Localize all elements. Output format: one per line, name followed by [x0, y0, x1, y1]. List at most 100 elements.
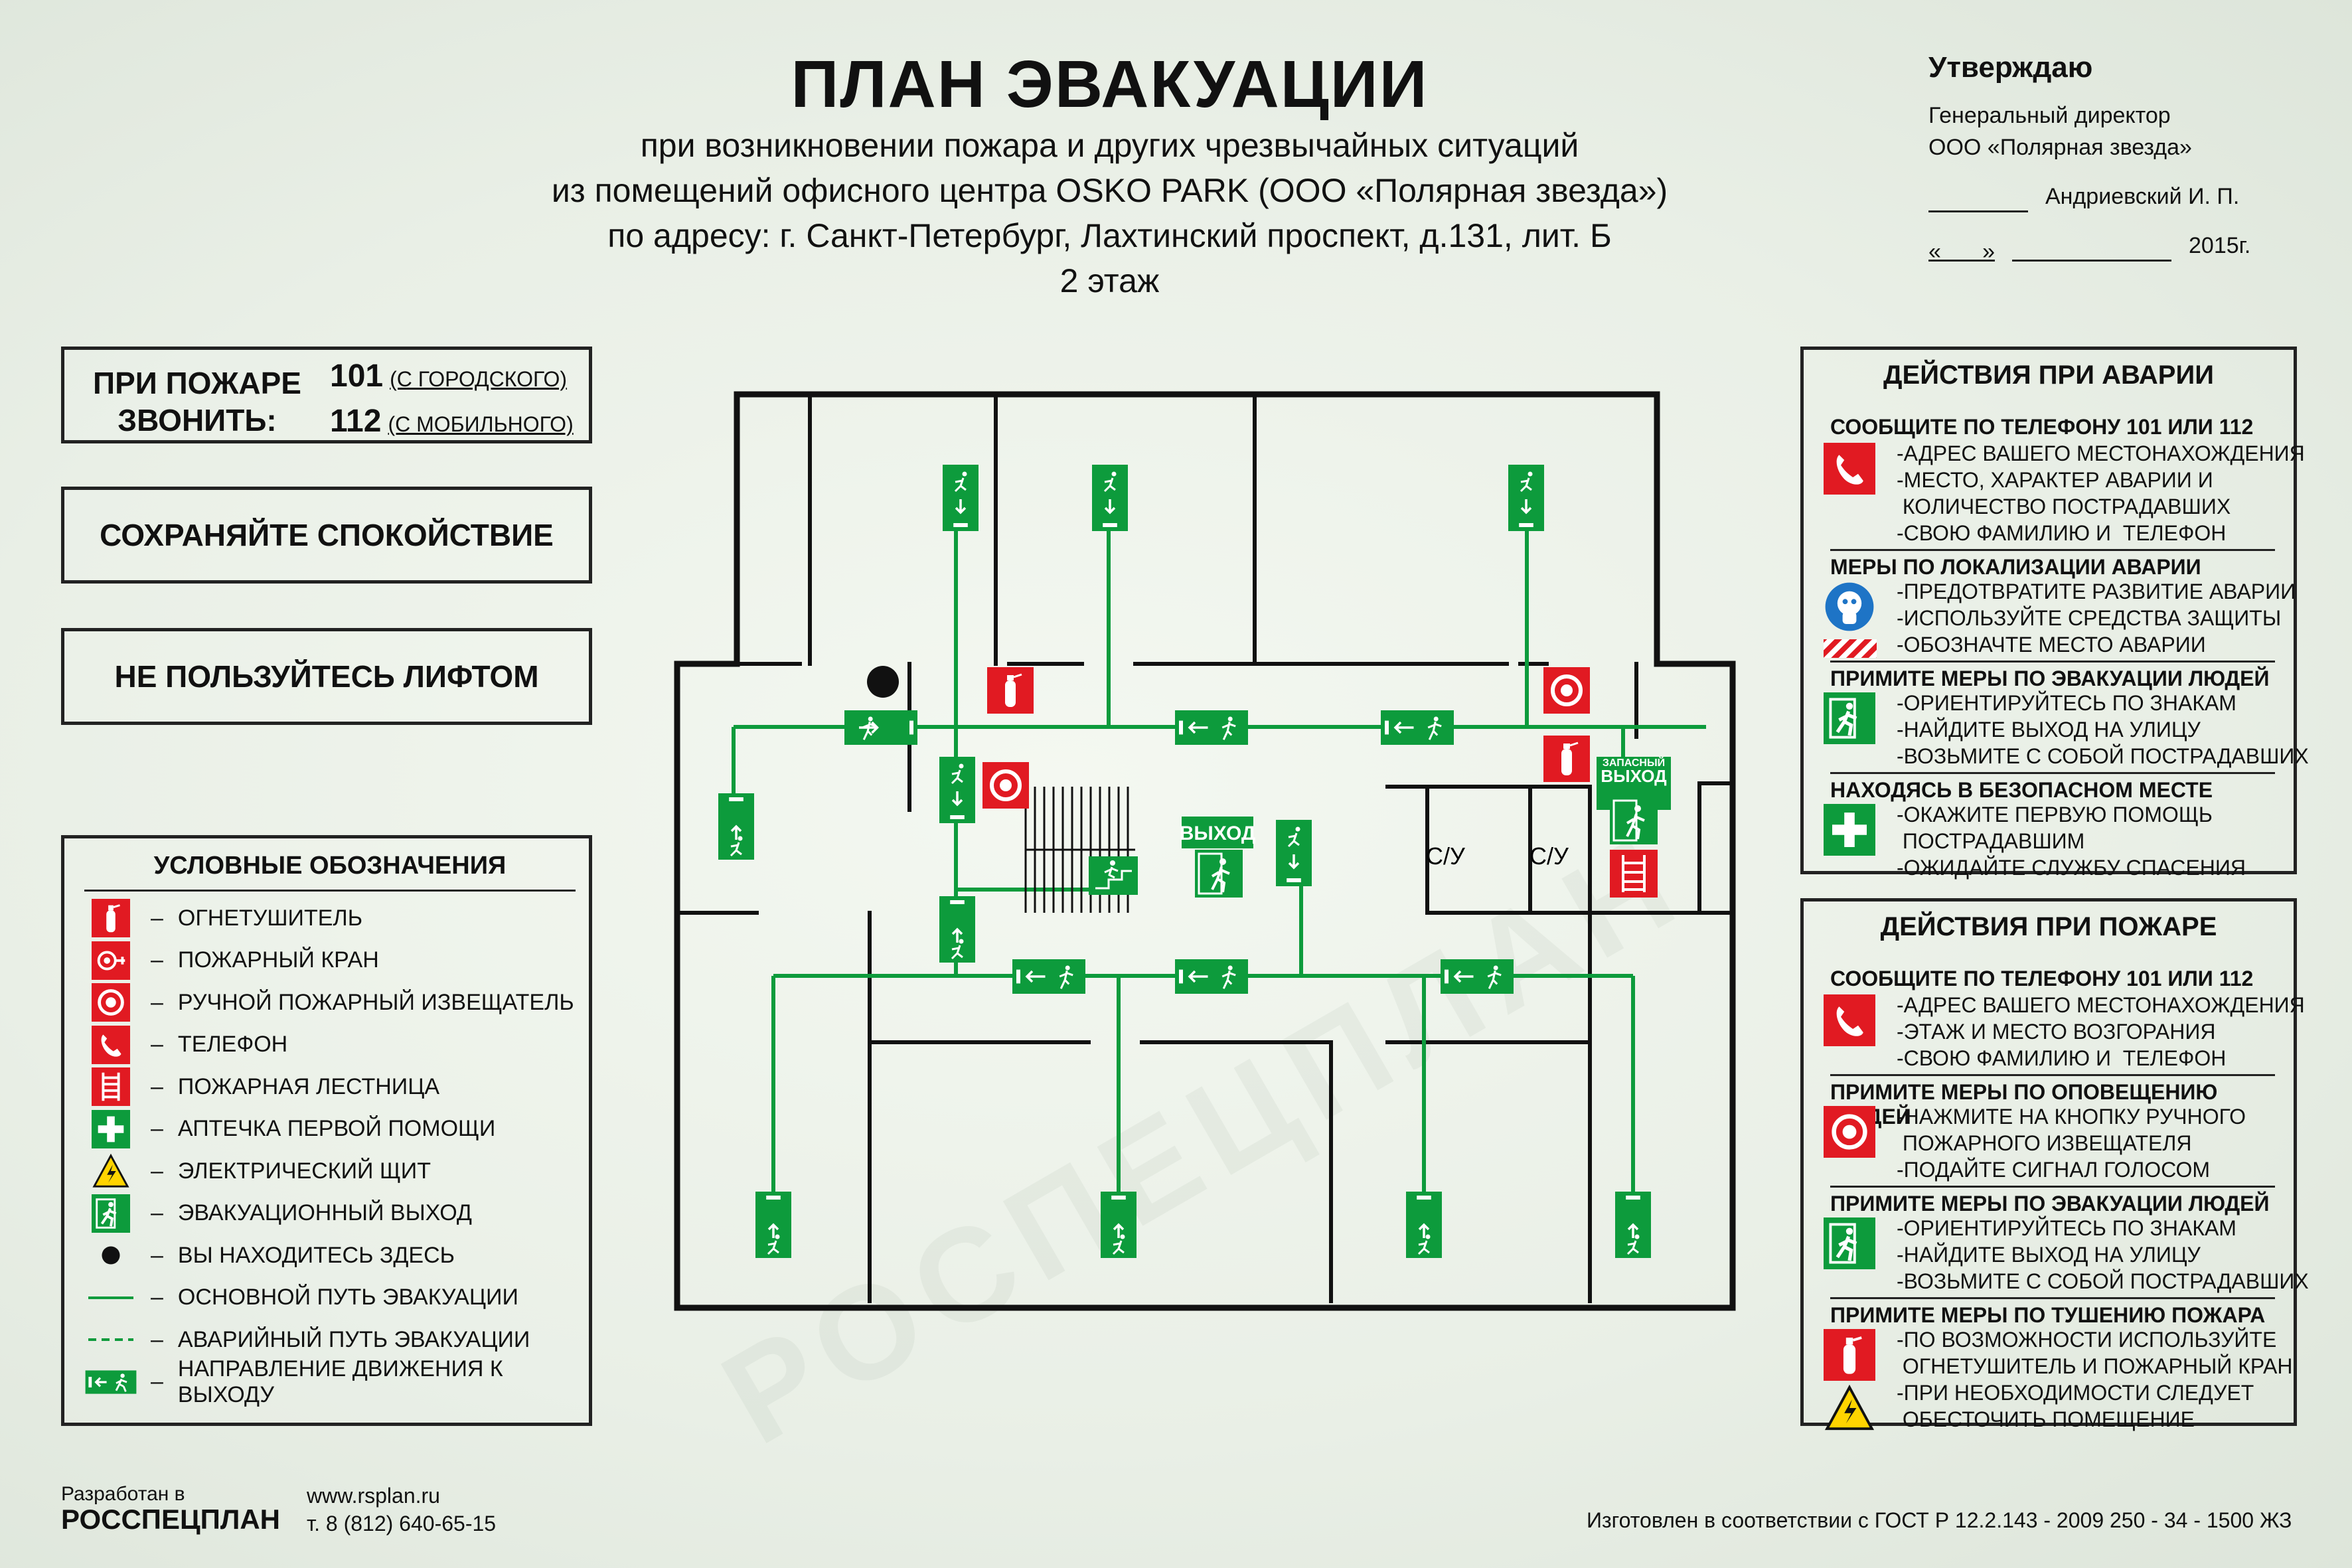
fire-alarm-call-point-icon [1824, 1106, 1875, 1158]
legend-label: ПОЖАРНЫЙ КРАН [177, 947, 379, 973]
action-line: ОБЕСТОЧИТЬ ПОМЕЩЕНИЕ [1897, 1407, 2195, 1431]
action-line: -ОЖИДАЙТЕ СЛУЖБУ СПАСЕНИЯ [1897, 856, 2246, 880]
phone-number-mobile: 112(С МОБИЛЬНОГО) [330, 403, 574, 439]
action-line: ПОЖАРНОГО ИЗВЕЩАТЕЛЯ [1897, 1131, 2192, 1155]
exit-direction-sign [1441, 959, 1514, 994]
approval-block: Утверждаю Генеральный директор ООО «Поля… [1928, 51, 2300, 264]
action-line: -ПО ВОЗМОЖНОСТИ ИСПОЛЬЗУЙТЕ [1897, 1328, 2277, 1352]
action-line: -НАЙДИТЕ ВЫХОД НА УЛИЦУ [1897, 718, 2201, 742]
developed-by: Разработан в [61, 1483, 185, 1505]
exit-direction-sign [1406, 1192, 1442, 1258]
action-line: -ОРИЕНТИРУЙТЕСЬ ПО ЗНАКАМ [1897, 691, 2236, 715]
no-lift-box: НЕ ПОЛЬЗУЙТЕСЬ ЛИФТОМ [61, 628, 592, 725]
phone-label-line-1: ПРИ ПОЖАРЕ [93, 366, 301, 400]
phone-label-line-2: ЗВОНИТЬ: [118, 403, 277, 437]
you-are-here-marker [867, 666, 899, 698]
phone-101: 101 [330, 358, 384, 394]
footer-developer: Разработан в РОССПЕЦПЛАН [61, 1482, 280, 1535]
legend-item: –АПТЕЧКА ПЕРВОЙ ПОМОЩИ [84, 1109, 495, 1149]
walls [674, 391, 1736, 1311]
approval-heading: Утверждаю [1928, 51, 2093, 84]
legend-item: –ЭВАКУАЦИОННЫЙ ВЫХОД [84, 1194, 472, 1233]
phone-number-city: 101(С ГОРОДСКОГО) [330, 358, 567, 394]
action-line: ОГНЕТУШИТЕЛЬ И ПОЖАРНЫЙ КРАН [1897, 1354, 2293, 1378]
gas-mask-icon [1824, 581, 1875, 633]
telephone-icon [84, 1025, 137, 1065]
action-line: -ЭТАЖ И МЕСТО ВОЗГОРАНИЯ [1897, 1020, 2216, 1044]
quote-close: » [1982, 239, 1995, 264]
legend-item: –РУЧНОЙ ПОЖАРНЫЙ ИЗВЕЩАТЕЛЬ [84, 982, 574, 1022]
exit-direction-sign [1012, 959, 1085, 994]
spare-exit-label-2: ВЫХОД [1601, 766, 1667, 786]
emergency-exit-icon [1824, 1217, 1875, 1269]
you-are-here-icon [84, 1235, 137, 1275]
exit-direction-sign [1175, 959, 1248, 994]
accident-section-lines: -ОРИЕНТИРУЙТЕСЬ ПО ЗНАКАМ -НАЙДИТЕ ВЫХОД … [1897, 690, 2309, 769]
legend-item: –ТЕЛЕФОН [84, 1025, 287, 1065]
exit-label: ВЫХОД [1180, 823, 1256, 844]
approval-position-2: ООО «Полярная звезда» [1928, 135, 2192, 160]
exit-direction-sign [1175, 710, 1248, 745]
electric-panel-icon [1824, 1382, 1875, 1434]
phone-label: ПРИ ПОЖАРЕ ЗВОНИТЬ: [84, 364, 310, 439]
legend-dash: – [151, 1326, 163, 1352]
main-exit-sign: ВЫХОД [1180, 817, 1256, 898]
page-title: ПЛАН ЭВАКУАЦИИ [791, 47, 1429, 121]
legend-label: РУЧНОЙ ПОЖАРНЫЙ ИЗВЕЩАТЕЛЬ [177, 989, 574, 1015]
action-line: -НАЖМИТЕ НА КНОПКУ РУЧНОГО [1897, 1105, 2246, 1129]
action-line: -ОКАЖИТЕ ПЕРВУЮ ПОМОЩЬ [1897, 803, 2213, 826]
approver-name: Андриевский И. П. [2045, 184, 2240, 209]
day-field: « » [1928, 236, 1995, 264]
floor-label: 2 этаж [1059, 262, 1160, 299]
legend-label: ПОЖАРНАЯ ЛЕСТНИЦА [177, 1073, 440, 1099]
footer-contacts: www.rsplan.ru т. 8 (812) 640-65-15 [307, 1482, 496, 1537]
emergency-exit-icon [1824, 692, 1875, 744]
fire-extinguisher-icon [987, 667, 1034, 714]
action-line: -СВОЮ ФАМИЛИЮ И ТЕЛЕФОН [1897, 521, 2227, 545]
quote-open: « [1928, 239, 1941, 264]
action-line: ПОСТРАДАВШИМ [1897, 829, 2085, 853]
fire-section-lines: -НАЖМИТЕ НА КНОПКУ РУЧНОГО ПОЖАРНОГО ИЗВ… [1897, 1103, 2282, 1183]
action-line: -МЕСТО, ХАРАКТЕР АВАРИИ И [1897, 468, 2213, 492]
exit-direction-sign [939, 757, 975, 823]
legend-title: УСЛОВНЫЕ ОБОЗНАЧЕНИЯ [84, 852, 576, 892]
first-aid-icon [84, 1109, 137, 1149]
legend-item: –АВАРИЙНЫЙ ПУТЬ ЭВАКУАЦИИ [84, 1320, 530, 1360]
legend-label: АВАРИЙНЫЙ ПУТЬ ЭВАКУАЦИИ [177, 1326, 530, 1352]
accident-section-heading: НАХОДЯСЬ В БЕЗОПАСНОМ МЕСТЕ [1830, 772, 2275, 803]
website-link[interactable]: www.rsplan.ru [307, 1484, 440, 1508]
main-route-line-icon [84, 1278, 137, 1318]
legend-dash: – [151, 1242, 163, 1268]
signature-row: Андриевский И. П. [1928, 181, 2300, 212]
legend-label: ОСНОВНОЙ ПУТЬ ЭВАКУАЦИИ [177, 1285, 518, 1310]
fire-actions-box: ДЕЙСТВИЯ ПРИ ПОЖАРЕ СООБЩИТЕ ПО ТЕЛЕФОНУ… [1800, 898, 2309, 1431]
legend-dash: – [151, 1073, 163, 1099]
subtitle-line-1: при возникновении пожара и других чрезвы… [640, 127, 1579, 164]
electric-panel-icon [84, 1151, 137, 1191]
legend-dash: – [151, 947, 163, 973]
fire-alarm-call-point-icon [1543, 667, 1590, 714]
exit-direction-sign [1101, 1192, 1137, 1258]
legend-item: –ВЫ НАХОДИТЕСЬ ЗДЕСЬ [84, 1235, 455, 1275]
legend-item: –НАПРАВЛЕНИЕ ДВИЖЕНИЯ К ВЫХОДУ [84, 1356, 589, 1407]
legend-item: –ПОЖАРНАЯ ЛЕСТНИЦА [84, 1067, 439, 1107]
first-aid-icon [1824, 804, 1875, 856]
stair-exit-sign [1089, 856, 1138, 895]
spare-exit-label-1: ЗАПАСНЫЙ [1603, 756, 1665, 769]
accident-section-heading: СООБЩИТЕ ПО ТЕЛЕФОНУ 101 ИЛИ 112 [1830, 415, 2254, 439]
exit-direction-sign [718, 793, 754, 860]
legend-item: –ОСНОВНОЙ ПУТЬ ЭВАКУАЦИИ [84, 1278, 518, 1318]
exit-direction-sign [755, 1192, 791, 1258]
wc-label-2: С/У [1529, 842, 1569, 870]
legend-item: –ЭЛЕКТРИЧЕСКИЙ ЩИТ [84, 1151, 431, 1191]
legend-item: –ПОЖАРНЫЙ КРАН [84, 941, 379, 980]
exit-direction-sign [1508, 465, 1544, 531]
wc-label-1: С/У [1426, 842, 1466, 870]
telephone-icon [1824, 994, 1875, 1046]
action-line: -ПРЕДОТВРАТИТЕ РАЗВИТИЕ АВАРИИ [1897, 580, 2296, 603]
legend-label: ОГНЕТУШИТЕЛЬ [177, 905, 363, 931]
header: ПЛАН ЭВАКУАЦИИ при возникновении пожара … [0, 46, 2352, 303]
fire-alarm-call-point-icon [982, 762, 1029, 809]
legend-box: УСЛОВНЫЕ ОБОЗНАЧЕНИЯ –ОГНЕТУШИТЕЛЬ–ПОЖАР… [61, 835, 592, 1426]
